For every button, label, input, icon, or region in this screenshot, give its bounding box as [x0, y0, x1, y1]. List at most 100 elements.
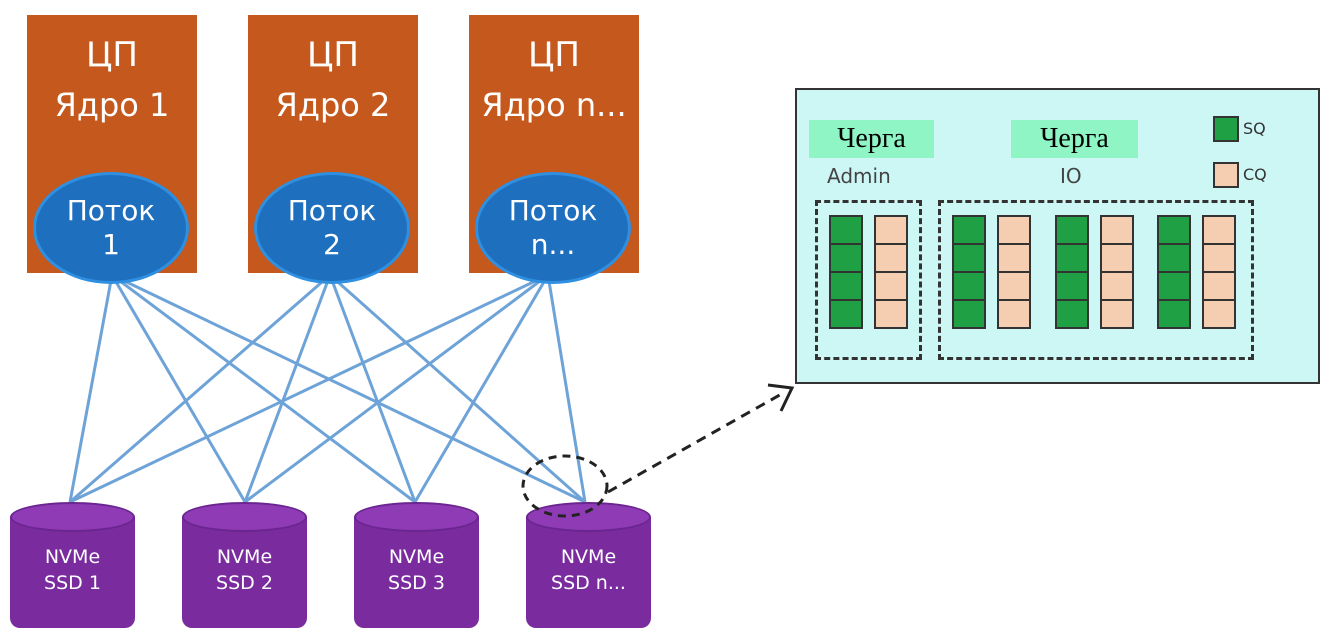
queue-slot — [1157, 215, 1191, 245]
queue-slot — [952, 299, 986, 329]
io-cq-2 — [1100, 215, 1134, 329]
queue-slot — [1202, 271, 1236, 301]
link-line — [243, 274, 332, 503]
queue-slot — [952, 215, 986, 245]
callout-arrowhead — [767, 383, 795, 412]
link-line — [68, 274, 114, 503]
cpu-core-2: ЦП Ядро 2 Поток 2 — [248, 15, 418, 284]
ssd-label: NVMe — [44, 546, 101, 568]
cylinder-top — [526, 502, 651, 532]
cylinder-top — [10, 502, 135, 532]
admin-cq — [874, 215, 908, 329]
thread-label: Поток — [508, 194, 598, 227]
thread-label: Поток — [287, 194, 377, 227]
queue-slot — [997, 243, 1031, 273]
io-cq-3 — [1202, 215, 1236, 329]
queue-slot — [997, 215, 1031, 245]
io-cq-1 — [997, 215, 1031, 329]
nvme-ssd-n: NVMe SSD n... — [526, 502, 651, 628]
queue-slot — [952, 243, 986, 273]
ssd-number: SSD n... — [551, 572, 626, 594]
cylinder-body — [354, 517, 479, 628]
queue-slot — [1055, 215, 1089, 245]
ssd-label: NVMe — [388, 546, 445, 568]
queue-slot — [874, 271, 908, 301]
queue-slot — [829, 271, 863, 301]
admin-queue-sub: Admin — [827, 164, 891, 188]
cylinder-top — [182, 502, 307, 532]
sq-legend-label: SQ — [1243, 119, 1266, 138]
link-line — [69, 273, 331, 504]
link-line — [328, 274, 417, 503]
queue-slot — [1202, 243, 1236, 273]
ssd-number: SSD 1 — [44, 572, 101, 594]
queue-slot — [874, 215, 908, 245]
queue-slot — [1157, 243, 1191, 273]
thread-number: 1 — [102, 228, 120, 261]
cylinder-body — [526, 517, 651, 628]
cylinder-body — [10, 517, 135, 628]
link-line — [111, 273, 416, 504]
queue-slot — [874, 243, 908, 273]
core-label: Ядро 2 — [275, 86, 391, 124]
thread-number: 2 — [323, 228, 341, 261]
link-line — [110, 274, 247, 503]
queue-slot — [1100, 215, 1134, 245]
cq-legend-label: CQ — [1243, 165, 1267, 184]
ssd-number: SSD 2 — [216, 572, 273, 594]
queue-slot — [1157, 299, 1191, 329]
queue-slot — [1157, 271, 1191, 301]
link-line — [413, 274, 550, 503]
io-sq-1 — [952, 215, 986, 329]
cpu-core-n: ЦП Ядро n... Поток n... — [469, 15, 639, 284]
queue-panel: Черга Admin Черга IO SQ CQ — [795, 88, 1320, 384]
io-sq-3 — [1157, 215, 1191, 329]
thread-ellipse: Поток 1 — [33, 172, 189, 284]
queue-slot — [1055, 299, 1089, 329]
queue-slot — [1100, 299, 1134, 329]
zoom-circle — [521, 454, 609, 518]
queue-slot — [1055, 243, 1089, 273]
core-label: Ядро n... — [481, 86, 627, 124]
queue-slot — [1202, 215, 1236, 245]
io-queue-sub: IO — [1060, 164, 1082, 188]
cpu-core-1: ЦП Ядро 1 Поток 1 — [27, 15, 197, 284]
cpu-title: ЦП — [528, 35, 580, 75]
cpu-title: ЦП — [86, 35, 138, 75]
cylinder-body — [182, 517, 307, 628]
nvme-ssd-1: NVMe SSD 1 — [10, 502, 135, 628]
nvme-ssd-3: NVMe SSD 3 — [354, 502, 479, 628]
ssd-label: NVMe — [216, 546, 273, 568]
thread-ellipse: Поток 2 — [254, 172, 410, 284]
queue-slot — [1100, 243, 1134, 273]
nvme-ssd-2: NVMe SSD 2 — [182, 502, 307, 628]
io-queue-label: Черга — [1011, 120, 1138, 158]
io-sq-2 — [1055, 215, 1089, 329]
link-line — [69, 273, 549, 504]
link-line — [546, 274, 587, 503]
sq-legend-swatch — [1213, 116, 1239, 142]
ssd-number: SSD 3 — [388, 572, 445, 594]
cpu-title: ЦП — [307, 35, 359, 75]
core-label: Ядро 1 — [54, 86, 170, 124]
ssd-label: NVMe — [560, 546, 617, 568]
queue-slot — [829, 299, 863, 329]
queue-slot — [952, 271, 986, 301]
thread-number: n... — [530, 228, 576, 261]
link-line — [329, 273, 586, 504]
link-line — [244, 273, 549, 504]
queue-slot — [997, 299, 1031, 329]
queue-slot — [829, 243, 863, 273]
queue-slot — [1100, 271, 1134, 301]
thread-ellipse: Поток n... — [475, 172, 631, 284]
queue-slot — [874, 299, 908, 329]
queue-slot — [1202, 299, 1236, 329]
io-queue-group — [938, 200, 1254, 360]
cylinder-top — [354, 502, 479, 532]
admin-queue-group — [815, 200, 922, 360]
admin-queue-label: Черга — [809, 120, 934, 158]
queue-slot — [997, 271, 1031, 301]
admin-sq — [829, 215, 863, 329]
